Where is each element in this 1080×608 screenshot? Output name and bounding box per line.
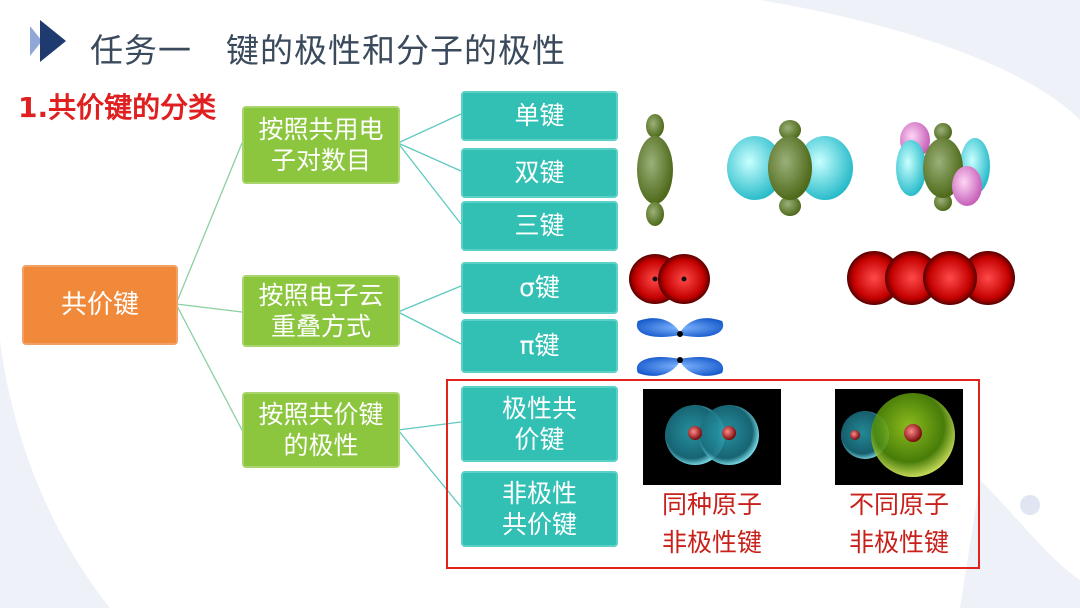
pi-bond-orbital-image <box>630 313 730 381</box>
nonpolar-caption: 同种原子 非极性键 <box>652 486 772 562</box>
category-electron-pairs: 按照共用电子对数目 <box>242 106 400 184</box>
polar-molecule-image <box>835 389 963 485</box>
item-double-bond: 双键 <box>461 148 618 198</box>
single-bond-orbital-image <box>625 110 685 230</box>
sigma-bond-orbital-image <box>628 253 712 305</box>
nonpolar-molecule-image <box>643 389 781 485</box>
item-triple-bond: 三键 <box>461 201 618 251</box>
category-polarity: 按照共价键的极性 <box>242 392 400 468</box>
double-bond-orbital-image <box>725 118 855 218</box>
sigma-p-orbital-image <box>846 250 1016 306</box>
item-single-bond: 单键 <box>461 91 618 141</box>
item-pi-bond: π键 <box>461 319 618 373</box>
item-sigma-bond: σ键 <box>461 262 618 314</box>
triple-bond-orbital-image <box>893 118 993 218</box>
category-overlap-mode: 按照电子云重叠方式 <box>242 275 400 347</box>
polar-caption: 不同原子 非极性键 <box>838 486 960 562</box>
root-covalent-bond: 共价键 <box>22 265 178 345</box>
